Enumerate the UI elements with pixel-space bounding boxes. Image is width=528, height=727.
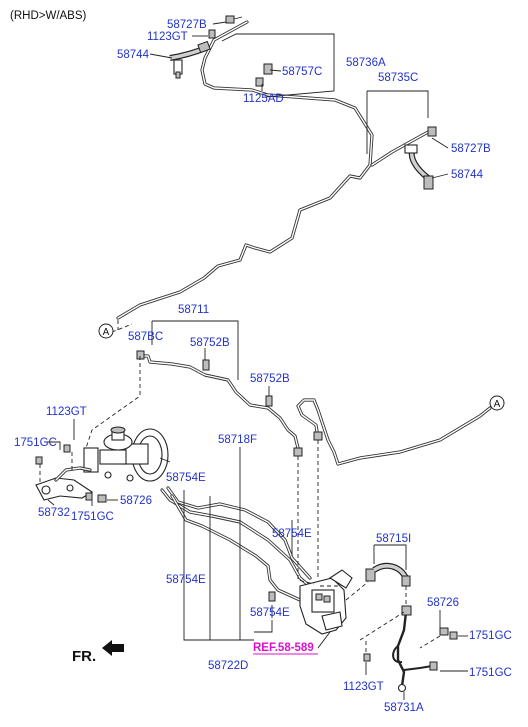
bolt-1123GT-bottom bbox=[363, 653, 371, 662]
callout-58757C: 58757C bbox=[282, 66, 322, 78]
front-arrow-icon bbox=[102, 640, 124, 656]
callout-58727B-top: 58727B bbox=[167, 19, 207, 31]
callout-58752B-a: 58752B bbox=[190, 337, 230, 349]
callout-58732: 58732 bbox=[38, 507, 70, 519]
callout-1125AD: 1125AD bbox=[243, 93, 284, 105]
rear-brake-tube-assembly bbox=[116, 20, 430, 320]
callout-587BC: 587BC bbox=[128, 331, 163, 343]
callout-58752B-b: 58752B bbox=[250, 373, 290, 385]
front-brake-tube-58711 bbox=[138, 354, 492, 466]
reference-leader bbox=[317, 631, 331, 649]
callout-58731A: 58731A bbox=[384, 702, 424, 714]
callout-58726-left: 58726 bbox=[120, 495, 152, 507]
leader-lines bbox=[44, 21, 468, 700]
master-cylinder-booster bbox=[83, 426, 171, 482]
bolt-1751GC-left2 bbox=[85, 492, 93, 501]
callout-58711: 58711 bbox=[178, 304, 209, 316]
bolt-1123GT-left bbox=[63, 444, 71, 453]
callout-58754E-d: 58754E bbox=[250, 607, 290, 619]
clip-58752B-b bbox=[265, 395, 273, 407]
connector-marker-right-label: A bbox=[494, 399, 501, 410]
clip-58757C bbox=[263, 63, 273, 75]
fitting-587BC bbox=[136, 350, 145, 360]
front-direction-indicator: FR. bbox=[72, 640, 124, 665]
dashed-guides bbox=[39, 320, 441, 652]
callout-1123GT-top: 1123GT bbox=[147, 31, 188, 43]
brake-hose-top-right bbox=[404, 126, 437, 190]
callout-58726-right: 58726 bbox=[427, 597, 459, 609]
callout-1751GC-left: 1751GC bbox=[14, 437, 57, 449]
bolt-1751GC-right bbox=[449, 631, 458, 640]
callout-58744-right: 58744 bbox=[451, 169, 484, 181]
wheel-sensor-58731A bbox=[392, 605, 438, 693]
brake-hose-58715I bbox=[365, 562, 411, 587]
callout-1751GC-right1: 1751GC bbox=[469, 630, 512, 642]
callout-58754E-b: 58754E bbox=[272, 528, 312, 540]
callout-58754E-a: 58754E bbox=[166, 472, 206, 484]
callout-1751GC-left2: 1751GC bbox=[71, 511, 114, 523]
callout-1751GC-right2: 1751GC bbox=[469, 667, 512, 679]
callout-1123GT-bottom: 1123GT bbox=[343, 681, 384, 693]
bolt-1125AD bbox=[255, 77, 264, 87]
callout-1123GT-left: 1123GT bbox=[46, 406, 87, 418]
callout-58735C: 58735C bbox=[378, 72, 418, 84]
fr-label: FR. bbox=[72, 648, 96, 665]
reference-label: REF.58-589 bbox=[253, 642, 314, 654]
bolt-1751GC-left bbox=[35, 456, 43, 465]
bolt-58726-right bbox=[439, 627, 449, 636]
clip-58754E-d bbox=[268, 591, 276, 602]
connector-marker-right: A bbox=[489, 395, 505, 411]
callout-58718F: 58718F bbox=[218, 434, 257, 446]
clip-58727B-top bbox=[225, 15, 243, 24]
callout-58736A: 58736A bbox=[346, 57, 386, 69]
connector-marker-left: A bbox=[98, 323, 114, 339]
callout-58722D: 58722D bbox=[208, 660, 248, 672]
bolt-1123GT-top bbox=[208, 29, 216, 39]
variant-header: (RHD>W/ABS) bbox=[10, 10, 87, 22]
callout-58715I: 58715I bbox=[376, 533, 411, 545]
callout-58727B-right: 58727B bbox=[451, 143, 491, 155]
callout-58754E-c: 58754E bbox=[166, 574, 206, 586]
clip-58752B-a bbox=[202, 359, 210, 371]
bolt-58726-left bbox=[97, 494, 107, 503]
callout-labels: 58727B 1123GT 58744 58736A 58757C 1125AD… bbox=[14, 19, 512, 714]
brake-hose-top-left bbox=[169, 40, 211, 79]
callout-58744-top: 58744 bbox=[117, 49, 150, 61]
connector-marker-left-label: A bbox=[103, 327, 110, 338]
hecu-modulator bbox=[299, 569, 353, 635]
bracket-58732 bbox=[35, 466, 94, 501]
